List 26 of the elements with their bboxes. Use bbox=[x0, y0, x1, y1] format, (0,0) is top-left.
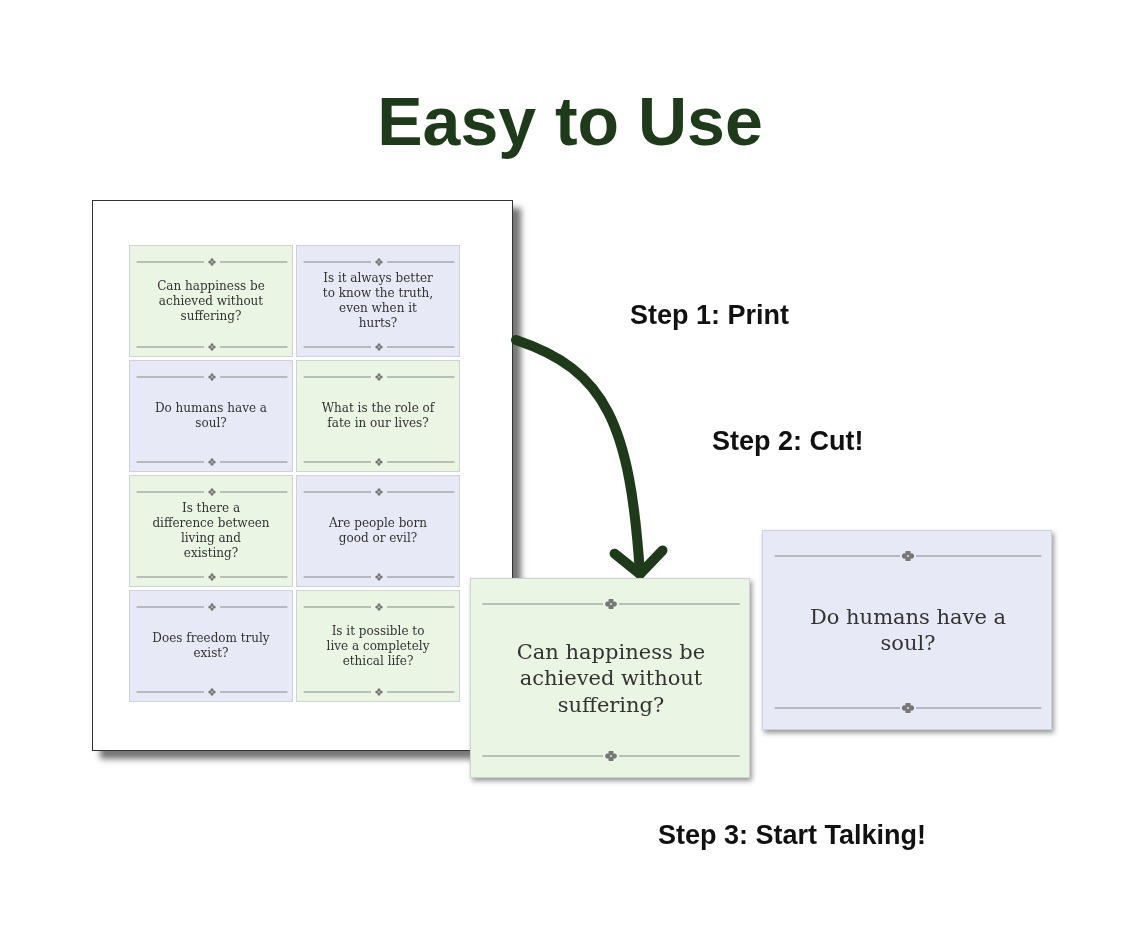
question-card bbox=[296, 360, 460, 472]
question-card bbox=[129, 475, 293, 587]
question-card bbox=[129, 590, 293, 702]
question-text: Can happiness be achieved without suffering? bbox=[156, 278, 266, 324]
page-sheet bbox=[92, 200, 513, 751]
step-label: Step 1: Print bbox=[630, 300, 790, 331]
question-text: Does freedom truly exist? bbox=[151, 631, 271, 661]
question-card bbox=[129, 245, 293, 357]
question-card bbox=[296, 475, 460, 587]
question-text: Is it possible to live a completely ethical life? bbox=[325, 623, 431, 669]
curved-arrow bbox=[511, 335, 668, 579]
question-card bbox=[296, 245, 460, 357]
step-label: Step 3: Start Talking! bbox=[658, 820, 927, 851]
question-text: Are people born good or evil? bbox=[327, 516, 429, 546]
question-card bbox=[296, 590, 460, 702]
question-text: Is it always better to know the truth, even when it hurts? bbox=[321, 271, 435, 331]
question-text: Do humans have a soul? bbox=[808, 603, 1008, 657]
step-label: Step 2: Cut! bbox=[712, 426, 864, 457]
question-card bbox=[762, 530, 1052, 730]
question-card bbox=[470, 578, 750, 778]
question-text: Can happiness be achieved without suffering? bbox=[515, 638, 707, 718]
question-text: What is the role of fate in our lives? bbox=[320, 401, 436, 431]
question-text: Is there a difference between living and existing? bbox=[151, 501, 271, 561]
question-text: Do humans have a soul? bbox=[153, 401, 269, 431]
title: Easy to Use bbox=[376, 82, 764, 160]
question-card bbox=[129, 360, 293, 472]
